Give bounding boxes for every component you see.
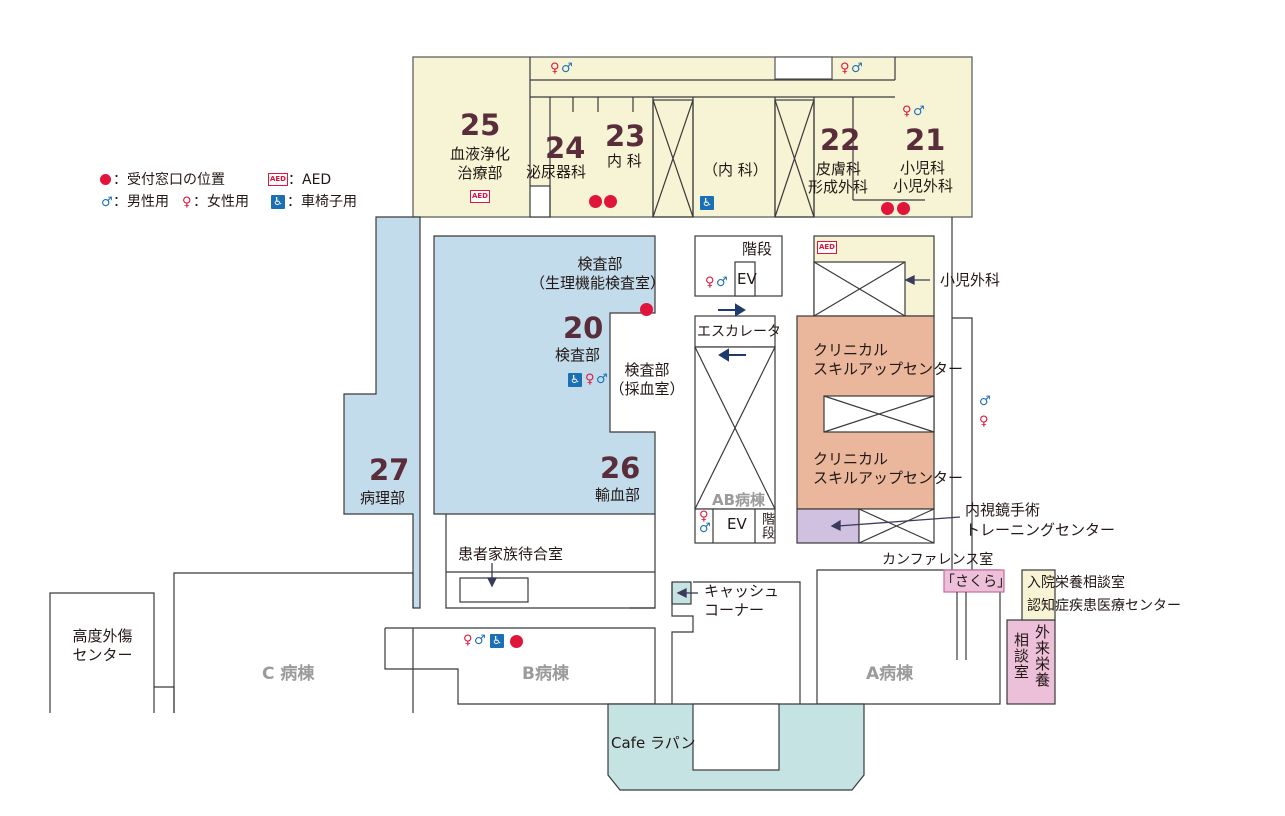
dept-20-label: 検査部 <box>555 346 601 364</box>
endoscope-center-line2: トレーニングセンター <box>965 521 1116 539</box>
trauma-center-line1: 高度外傷 <box>72 627 133 645</box>
female-restroom-icon: ♀ <box>463 633 473 648</box>
internal-medicine-label: （内 科） <box>703 161 768 179</box>
reception-dot <box>510 635 523 648</box>
male-restroom-icon: ♂ <box>979 394 991 409</box>
female-restroom-icon: ♀ <box>979 414 989 429</box>
male-restroom-icon: ♂ <box>699 521 711 536</box>
dept-27-label: 病理部 <box>360 489 406 507</box>
endoscope-center-line1: 内視鏡手術 <box>965 501 1041 519</box>
escalator-label: エスカレータ <box>697 324 781 340</box>
dept-21-label-1: 小児科 <box>900 159 946 177</box>
ab-stairs-label: 階段 <box>759 512 774 540</box>
ab-ward-label: AB病棟 <box>712 491 766 509</box>
legend-male: ：男性用 <box>113 194 169 210</box>
aed-icon: AED <box>268 173 288 186</box>
reception-dot <box>589 195 602 208</box>
male-restroom-icon: ♂ <box>596 372 608 387</box>
male-restroom-icon: ♂ <box>716 275 728 290</box>
female-icon: ♀ <box>182 195 192 210</box>
lab-zone <box>433 235 656 515</box>
female-restroom-icon: ♀ <box>699 509 709 524</box>
dept-22-label-1: 皮膚科 <box>816 160 862 178</box>
blood-collection-label-2: （採血室） <box>609 380 685 398</box>
cash-corner-line2: コーナー <box>704 601 765 619</box>
dept-number-21: 21 <box>905 123 946 157</box>
dementia-center-label: 認知症疾患医療センター <box>1027 598 1181 614</box>
clinical-center-2-line1: クリニカル <box>813 450 889 468</box>
female-restroom-icon: ♀ <box>550 61 560 76</box>
reception-dot <box>640 303 653 316</box>
male-restroom-icon: ♂ <box>474 633 486 648</box>
ab-elevator-label: EV <box>727 515 747 533</box>
dept-number-22: 22 <box>820 123 861 157</box>
legend-aed: ：AED <box>288 172 332 188</box>
reception-dot-legend <box>100 174 111 185</box>
dept-23-label: 内 科 <box>607 152 642 170</box>
reception-dot <box>604 195 617 208</box>
cafe-label: Cafe ラパン <box>611 734 696 752</box>
family-waiting-label: 患者家族待合室 <box>458 545 564 563</box>
female-restroom-icon: ♀ <box>840 61 850 76</box>
c-ward-label: C 病棟 <box>262 664 315 684</box>
legend-reception: ：受付窓口の位置 <box>113 172 225 188</box>
dept-number-24: 24 <box>545 131 586 165</box>
dept-number-27: 27 <box>369 453 410 487</box>
wheelchair-icon: ♿ <box>568 373 582 387</box>
lab-label-2: （生理機能検査室） <box>530 274 666 292</box>
dept-26-label: 輸血部 <box>595 486 641 504</box>
dept-number-20: 20 <box>563 311 604 345</box>
dept-25-label-1: 血液浄化 <box>449 145 510 163</box>
female-restroom-icon: ♀ <box>585 372 595 387</box>
male-restroom-icon: ♂ <box>913 104 925 119</box>
dept-number-25: 25 <box>460 108 501 142</box>
female-restroom-icon: ♀ <box>902 104 912 119</box>
inpatient-nutrition-label: 入院栄養相談室 <box>1027 575 1125 591</box>
wheelchair-icon: ♿ <box>490 634 504 648</box>
male-restroom-icon: ♂ <box>851 61 863 76</box>
clinical-center-1-line1: クリニカル <box>813 341 889 359</box>
a-ward-label: A病棟 <box>866 664 914 684</box>
dept-25-label-2: 治療部 <box>457 164 503 182</box>
aed-icon: AED <box>470 190 490 203</box>
blood-collection-label-1: 検査部 <box>624 361 670 379</box>
dept-21-label-2: 小児外科 <box>893 177 954 195</box>
outpatient-nutrition-label: 外来栄養 <box>1033 624 1051 688</box>
stairs-label: 階段 <box>742 240 773 258</box>
reception-dot <box>881 202 894 215</box>
elevator-label: EV <box>737 270 757 288</box>
male-restroom-icon: ♂ <box>561 61 573 76</box>
clinical-center-1-line2: スキルアップセンター <box>813 360 964 378</box>
legend-female: ：女性用 <box>193 194 249 210</box>
aed-icon: AED <box>817 241 837 254</box>
male-icon: ♂ <box>101 195 113 210</box>
lab-label-1: 検査部 <box>577 255 623 273</box>
wheelchair-icon: ♿ <box>700 196 714 210</box>
dept-24-label: 泌尿器科 <box>526 163 587 181</box>
b-ward-label: B病棟 <box>522 664 569 684</box>
cash-corner-line1: キャッシュ <box>704 582 780 600</box>
clinical-center-2-line2: スキルアップセンター <box>813 469 964 487</box>
legend-wheelchair: ：車椅子用 <box>287 194 357 210</box>
pathology-zone <box>343 216 421 609</box>
wheelchair-icon: ♿ <box>271 195 285 209</box>
pediatric-surgery-label: 小児外科 <box>940 271 1001 289</box>
outpatient-nutrition-label-2: 相談室 <box>1012 632 1030 680</box>
conference-room-line1: カンファレンス室 <box>882 552 994 568</box>
trauma-center-line2: センター <box>72 646 133 664</box>
conference-room-line2: 「さくら」 <box>941 574 1011 590</box>
dept-number-23: 23 <box>605 119 646 153</box>
reception-dot <box>897 202 910 215</box>
female-restroom-icon: ♀ <box>705 275 715 290</box>
dept-22-label-2: 形成外科 <box>808 178 869 196</box>
dept-number-26: 26 <box>600 451 641 485</box>
